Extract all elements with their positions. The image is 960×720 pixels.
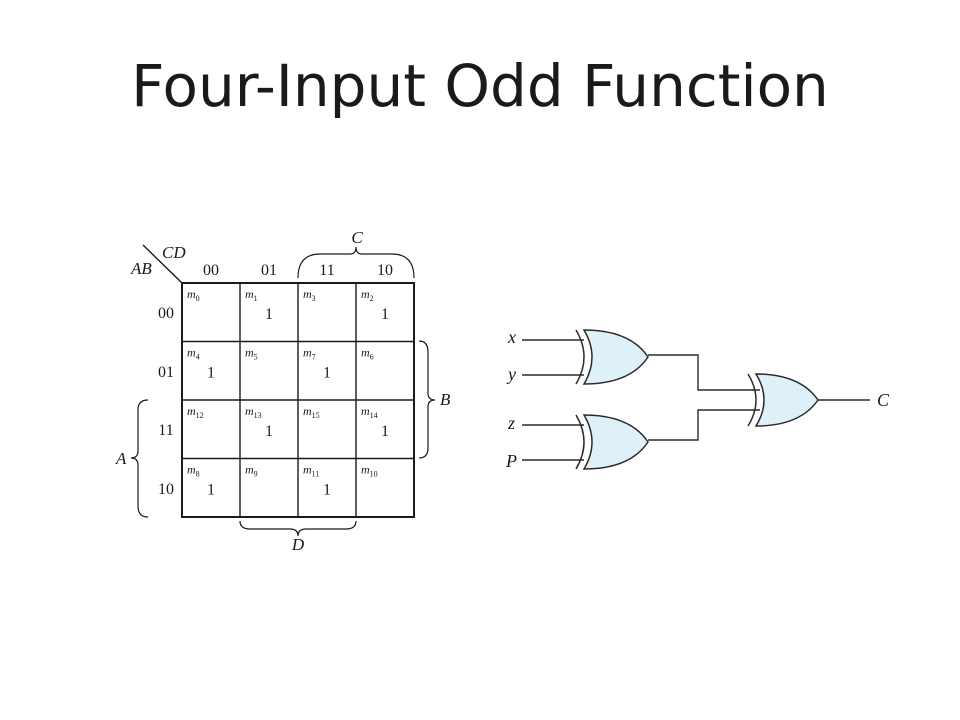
col-header: 01 — [261, 262, 277, 279]
col-header: 11 — [319, 262, 334, 279]
cell-value: 1 — [207, 482, 215, 499]
circuit-labels: x y z P C — [505, 327, 890, 471]
output-label-c: C — [877, 390, 890, 410]
col-var-label: CD — [162, 243, 186, 262]
row-header: 11 — [158, 422, 173, 439]
cell-value: 1 — [323, 365, 331, 382]
brace-b — [418, 340, 436, 459]
cell-value: 1 — [207, 365, 215, 382]
cell-value: 1 — [323, 482, 331, 499]
cell-value: 1 — [265, 423, 273, 440]
minterm-label: m0 — [187, 287, 200, 303]
row-header: 00 — [158, 305, 174, 322]
xor-circuit — [522, 339, 870, 461]
cell-value: 1 — [265, 306, 273, 323]
minterm-label: m4 — [187, 346, 200, 362]
cell-value: 1 — [381, 423, 389, 440]
minterm-label: m6 — [361, 346, 374, 362]
minterm-label: m2 — [361, 287, 374, 303]
xor-gate-1 — [575, 329, 649, 385]
row-header: 01 — [158, 364, 174, 381]
minterm-label: m10 — [361, 463, 378, 479]
kmap-corner-diagonal — [142, 244, 183, 284]
input-label-y: y — [506, 364, 516, 384]
minterm-label: m5 — [245, 346, 258, 362]
minterm-label: m12 — [187, 404, 204, 420]
brace-c — [297, 246, 415, 279]
minterm-label: m9 — [245, 463, 258, 479]
col-header: 00 — [203, 262, 219, 279]
karnaugh-map — [130, 244, 436, 537]
kmap-grid-lines — [182, 283, 414, 517]
row-var-label: AB — [130, 259, 152, 278]
minterm-label: m8 — [187, 463, 200, 479]
page-title: Four-Input Odd Function — [131, 52, 829, 120]
wire-xor2-out — [648, 409, 760, 441]
xor-gate-2 — [575, 414, 649, 470]
kmap-labels: CD AB 00 01 11 10 00 01 11 10 C B A D — [115, 228, 451, 554]
brace-d — [239, 520, 357, 537]
cell-value: 1 — [381, 306, 389, 323]
minterm-label: m1 — [245, 287, 258, 303]
minterm-label: m7 — [303, 346, 316, 362]
input-label-x: x — [507, 327, 516, 347]
minterm-label: m3 — [303, 287, 316, 303]
input-label-p: P — [505, 451, 517, 471]
minterm-label: m11 — [303, 463, 319, 479]
brace-label-a: A — [115, 449, 127, 468]
row-header: 10 — [158, 481, 174, 498]
brace-label-c: C — [351, 228, 363, 247]
brace-a — [130, 399, 149, 518]
minterm-label: m14 — [361, 404, 378, 420]
wire-xor1-out — [648, 354, 760, 391]
minterm-label: m13 — [245, 404, 262, 420]
xor-gate-3 — [747, 373, 819, 427]
brace-label-d: D — [291, 535, 305, 554]
col-header: 10 — [377, 262, 393, 279]
brace-label-b: B — [440, 390, 451, 409]
minterm-label: m15 — [303, 404, 320, 420]
input-label-z: z — [507, 413, 515, 433]
